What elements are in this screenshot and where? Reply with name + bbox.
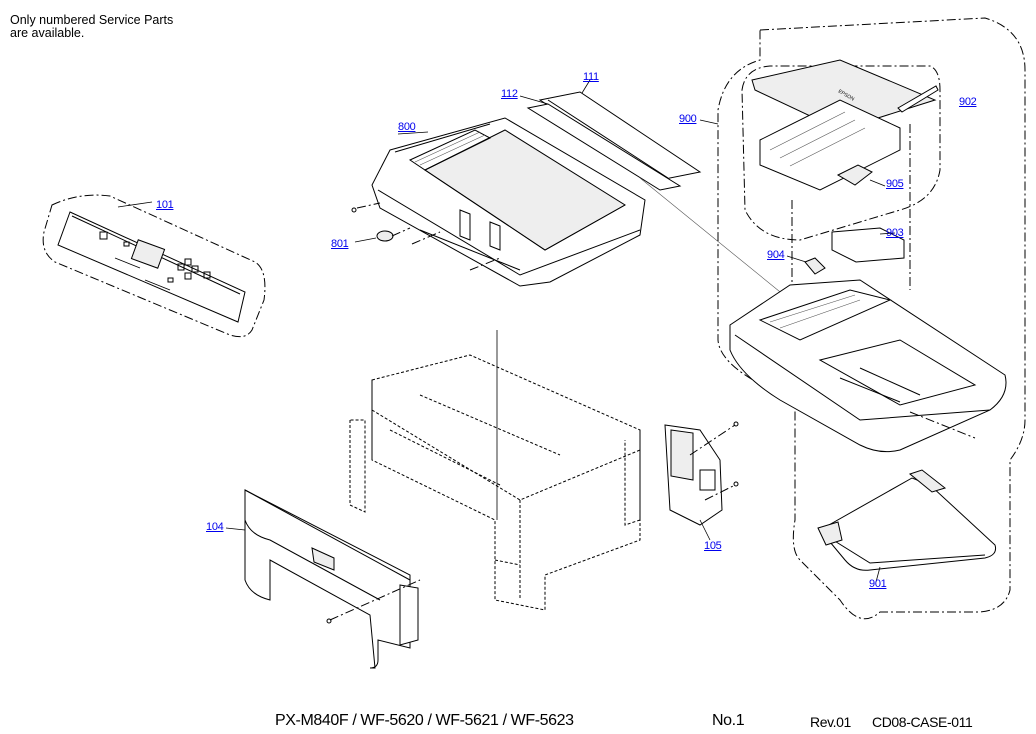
- printer-body-drawing: [349, 330, 641, 611]
- control-panel-101-drawing: [42, 194, 266, 338]
- knob-801-drawing: [354, 227, 411, 243]
- part-link-800[interactable]: 800: [398, 121, 416, 133]
- page-number: No.1: [712, 712, 745, 729]
- service-parts-note: Only numbered Service Parts are availabl…: [10, 14, 173, 40]
- strip-111-112-drawing: [519, 79, 791, 301]
- part-link-101[interactable]: 101: [156, 199, 174, 211]
- document-code: CD08-CASE-011: [872, 714, 973, 730]
- part-link-905[interactable]: 905: [886, 178, 904, 190]
- note-line-1: Only numbered Service Parts: [10, 13, 174, 27]
- adf-assembly-900-drawing: EPSON: [699, 17, 1026, 620]
- model-list: PX-M840F / WF-5620 / WF-5621 / WF-5623: [275, 712, 574, 729]
- part-link-801[interactable]: 801: [331, 238, 349, 250]
- part-link-901[interactable]: 901: [869, 578, 887, 590]
- part-link-105[interactable]: 105: [704, 540, 722, 552]
- part-link-903[interactable]: 903: [886, 227, 904, 239]
- revision: Rev.01: [810, 714, 851, 730]
- part-link-104[interactable]: 104: [206, 521, 224, 533]
- part-link-111[interactable]: 111: [583, 71, 599, 83]
- scanner-unit-800-drawing: [351, 117, 646, 287]
- side-part-105-drawing: [664, 421, 739, 541]
- part-link-902[interactable]: 902: [959, 96, 977, 108]
- note-line-2: are available.: [10, 26, 85, 40]
- part-link-112[interactable]: 112: [501, 88, 518, 100]
- front-cover-104-drawing: [225, 489, 421, 669]
- output-tray-901-drawing: [817, 469, 996, 583]
- part-link-900[interactable]: 900: [679, 113, 697, 125]
- part-link-904[interactable]: 904: [767, 249, 785, 261]
